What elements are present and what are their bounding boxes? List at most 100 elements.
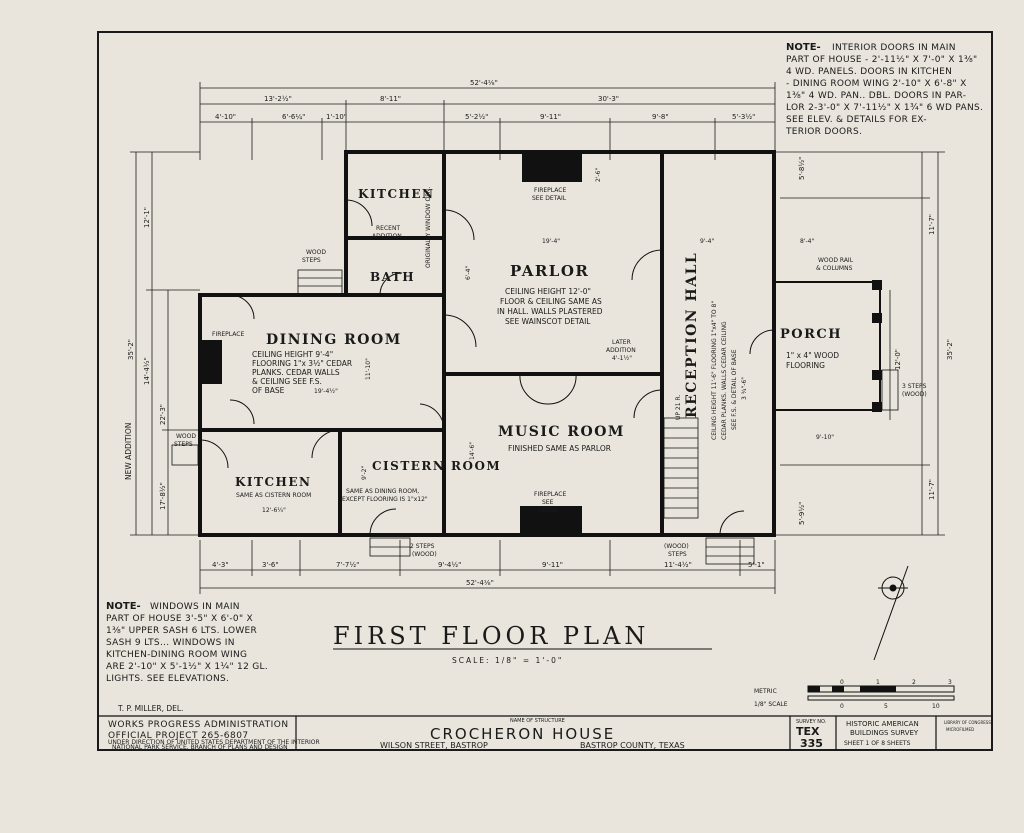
loc-line: LIBRARY OF CONGRESS bbox=[944, 720, 991, 725]
structure-name: CROCHERON HOUSE bbox=[430, 725, 615, 743]
cistern-note: SAME AS DINING ROOM, bbox=[346, 488, 419, 495]
later-addition: ADDITION bbox=[606, 347, 636, 354]
fireplace-top-label: FIREPLACE bbox=[534, 187, 566, 194]
wpa-line: UNDER DIRECTION OF UNITED STATES DEPARTM… bbox=[108, 739, 320, 746]
wood-steps: STEPS bbox=[174, 441, 193, 448]
top-note-line: SEE ELEV. & DETAILS FOR EX- bbox=[786, 115, 927, 125]
dim-top-2: 5'-3½" bbox=[732, 113, 755, 121]
bottom-note-line: LIGHTS. SEE ELEVATIONS. bbox=[106, 674, 229, 684]
delineator: T. P. MILLER, DEL. bbox=[117, 704, 183, 713]
stair bbox=[663, 417, 699, 519]
bottom-dimension-labels: 4'-3" 3'-6" 7'-7½" 9'-4½" 9'-11" 11'-4½"… bbox=[212, 561, 765, 587]
steps-wood-right: (WOOD) bbox=[664, 543, 689, 550]
dim-top-1: 8'-11" bbox=[380, 95, 401, 103]
dim-left-overall: 35'-2" bbox=[127, 339, 135, 360]
wood-steps: STEPS bbox=[302, 257, 321, 264]
fireplace-bottom-label: DETAIL bbox=[538, 507, 559, 514]
top-note: NOTE- INTERIOR DOORS IN MAIN PART OF HOU… bbox=[785, 42, 983, 137]
interior-dimensions: 19'-4" 9'-4" 8'-4" 19'-4½" 12'-6¼" 14'-6… bbox=[262, 168, 834, 514]
dim-right-seg: 12'-0" bbox=[894, 349, 902, 370]
dim-top-2: 1'-10" bbox=[326, 113, 347, 121]
dim-bottom: 9'-4½" bbox=[438, 561, 461, 569]
imperial-tick: 10 bbox=[932, 703, 940, 710]
street: WILSON STREET, BASTROP bbox=[380, 741, 488, 750]
wood-rail: WOOD RAIL bbox=[818, 257, 854, 264]
parlor-note: SEE WAINSCOT DETAIL bbox=[505, 317, 591, 326]
porch-note: 1" x 4" WOOD bbox=[786, 351, 839, 360]
room-dining: DINING ROOM bbox=[266, 332, 402, 348]
survey-label: SURVEY NO. bbox=[796, 719, 827, 725]
fireplaces bbox=[202, 152, 582, 536]
right-dimension-labels: 35'-2" 5'-8½" 11'-7" 12'-0" 11'-7" 5'-9½… bbox=[798, 157, 954, 525]
dim-bottom: 4'-3" bbox=[212, 561, 229, 569]
dim-left-seg: 17'-8½" bbox=[159, 482, 167, 510]
dining-note: FLOORING 1"x 3½" CEDAR bbox=[252, 359, 352, 368]
up-21-r: UP 21 R. bbox=[675, 395, 682, 420]
dim-bottom: 11'-4½" bbox=[664, 561, 692, 569]
dining-note: CEILING HEIGHT 9'-4" bbox=[252, 350, 333, 359]
metric-tick: 0 bbox=[840, 679, 844, 686]
dim-interior: 6'-4" bbox=[465, 266, 472, 280]
bottom-note-line: KITCHEN-DINING ROOM WING bbox=[106, 650, 247, 660]
north-arrow bbox=[873, 565, 909, 661]
right-dimensions bbox=[775, 151, 945, 536]
dim-overall-top: 52'-4⅛" bbox=[470, 79, 498, 87]
dim-left-seg: 12'-1" bbox=[143, 207, 151, 228]
top-note-line: 4 WD. PANELS. DOORS IN KITCHEN bbox=[786, 67, 952, 77]
bottom-note-heading: NOTE- bbox=[106, 601, 141, 612]
dim-left-seg: 14'-4½" bbox=[143, 357, 151, 385]
fireplace-bottom-label: SEE bbox=[542, 499, 554, 506]
recent-addition: RECENT bbox=[376, 225, 400, 232]
dim-top-2: 4'-10" bbox=[215, 113, 236, 121]
dim-right-seg: 11'-7" bbox=[928, 214, 936, 235]
hall-note: SEE F.S. & DETAIL OF BASE bbox=[731, 349, 738, 430]
dim-interior: 9'-10" bbox=[816, 434, 834, 441]
parlor-note: IN HALL. WALLS PLASTERED bbox=[497, 307, 603, 316]
room-kitchen-lower: KITCHEN bbox=[235, 475, 311, 489]
kitchen-note: SAME AS CISTERN ROOM bbox=[236, 492, 311, 499]
bottom-note: NOTE- WINDOWS IN MAIN PART OF HOUSE 3'-5… bbox=[106, 601, 268, 684]
steps-wood-bottom: 2 STEPS bbox=[410, 543, 435, 550]
dim-bottom: 5'-1" bbox=[748, 561, 765, 569]
wpa-line: WORKS PROGRESS ADMINISTRATION bbox=[108, 720, 289, 730]
top-note-heading: NOTE- bbox=[786, 42, 821, 53]
recent-addition: ADDITION bbox=[372, 233, 402, 240]
parlor-note: CEILING HEIGHT 12'-0" bbox=[505, 287, 591, 296]
steps-wood-bottom: (WOOD) bbox=[412, 551, 437, 558]
habs-line: BUILDINGS SURVEY bbox=[850, 729, 919, 737]
wood-steps: WOOD bbox=[306, 249, 326, 256]
hall-note: CEDAR PLANKS. WALLS CEDAR CEILING bbox=[721, 321, 728, 440]
survey-no: 335 bbox=[800, 737, 823, 750]
metric-tick: 2 bbox=[912, 679, 916, 686]
fireplace-top-label: SEE DETAIL bbox=[532, 195, 567, 202]
originally-window: ORIGINALLY WINDOW OPN. bbox=[425, 187, 432, 268]
title-block bbox=[98, 715, 992, 750]
dim-interior: 19'-4" bbox=[542, 238, 560, 245]
dim-top-2: 9'-8" bbox=[652, 113, 669, 121]
dim-bottom: 3'-6" bbox=[262, 561, 279, 569]
top-note-line: 1⅜" 4 WD. PAN.. DBL. DOORS IN PAR- bbox=[786, 91, 966, 101]
music-note: FINISHED SAME AS PARLOR bbox=[508, 444, 611, 453]
top-dimension-labels: 52'-4⅛" 13'-2½" 8'-11" 30'-3" 4'-10" 6'-… bbox=[215, 79, 755, 121]
later-addition-dim: 4'-1½" bbox=[612, 355, 632, 362]
top-note-line: LOR 2-3'-0" X 7'-11½" X 1¾" 6 WD PANS. bbox=[786, 103, 983, 113]
steps-wood-porch: 3 STEPS bbox=[902, 383, 927, 390]
bottom-note-line: PART OF HOUSE 3'-5" X 6'-0" X bbox=[106, 614, 253, 624]
dim-interior: 11'-10" bbox=[365, 358, 372, 380]
name-of-structure-label: NAME OF STRUCTURE bbox=[510, 718, 565, 724]
wood-steps: WOOD bbox=[176, 433, 196, 440]
title-block-text: WORKS PROGRESS ADMINISTRATION OFFICIAL P… bbox=[108, 718, 991, 751]
imperial-scale-label: 1/8" SCALE bbox=[754, 701, 788, 708]
left-dimensions bbox=[130, 151, 200, 536]
hall-note: CEILING HEIGHT 11'-6" FLOORING 1"x4" TO … bbox=[711, 301, 718, 440]
room-porch: PORCH bbox=[780, 327, 842, 342]
steps-wood-porch: (WOOD) bbox=[902, 391, 927, 398]
room-music: MUSIC ROOM bbox=[498, 424, 625, 440]
top-note-line: TERIOR DOORS. bbox=[785, 127, 862, 137]
dim-interior: 2'-6" bbox=[595, 168, 602, 182]
door-swings bbox=[199, 199, 775, 536]
steps-wood-right: STEPS bbox=[668, 551, 687, 558]
room-bath: BATH bbox=[370, 270, 415, 284]
wpa-line: OFFICIAL PROJECT 265-6807 bbox=[108, 731, 249, 741]
dining-note: OF BASE bbox=[252, 386, 285, 395]
